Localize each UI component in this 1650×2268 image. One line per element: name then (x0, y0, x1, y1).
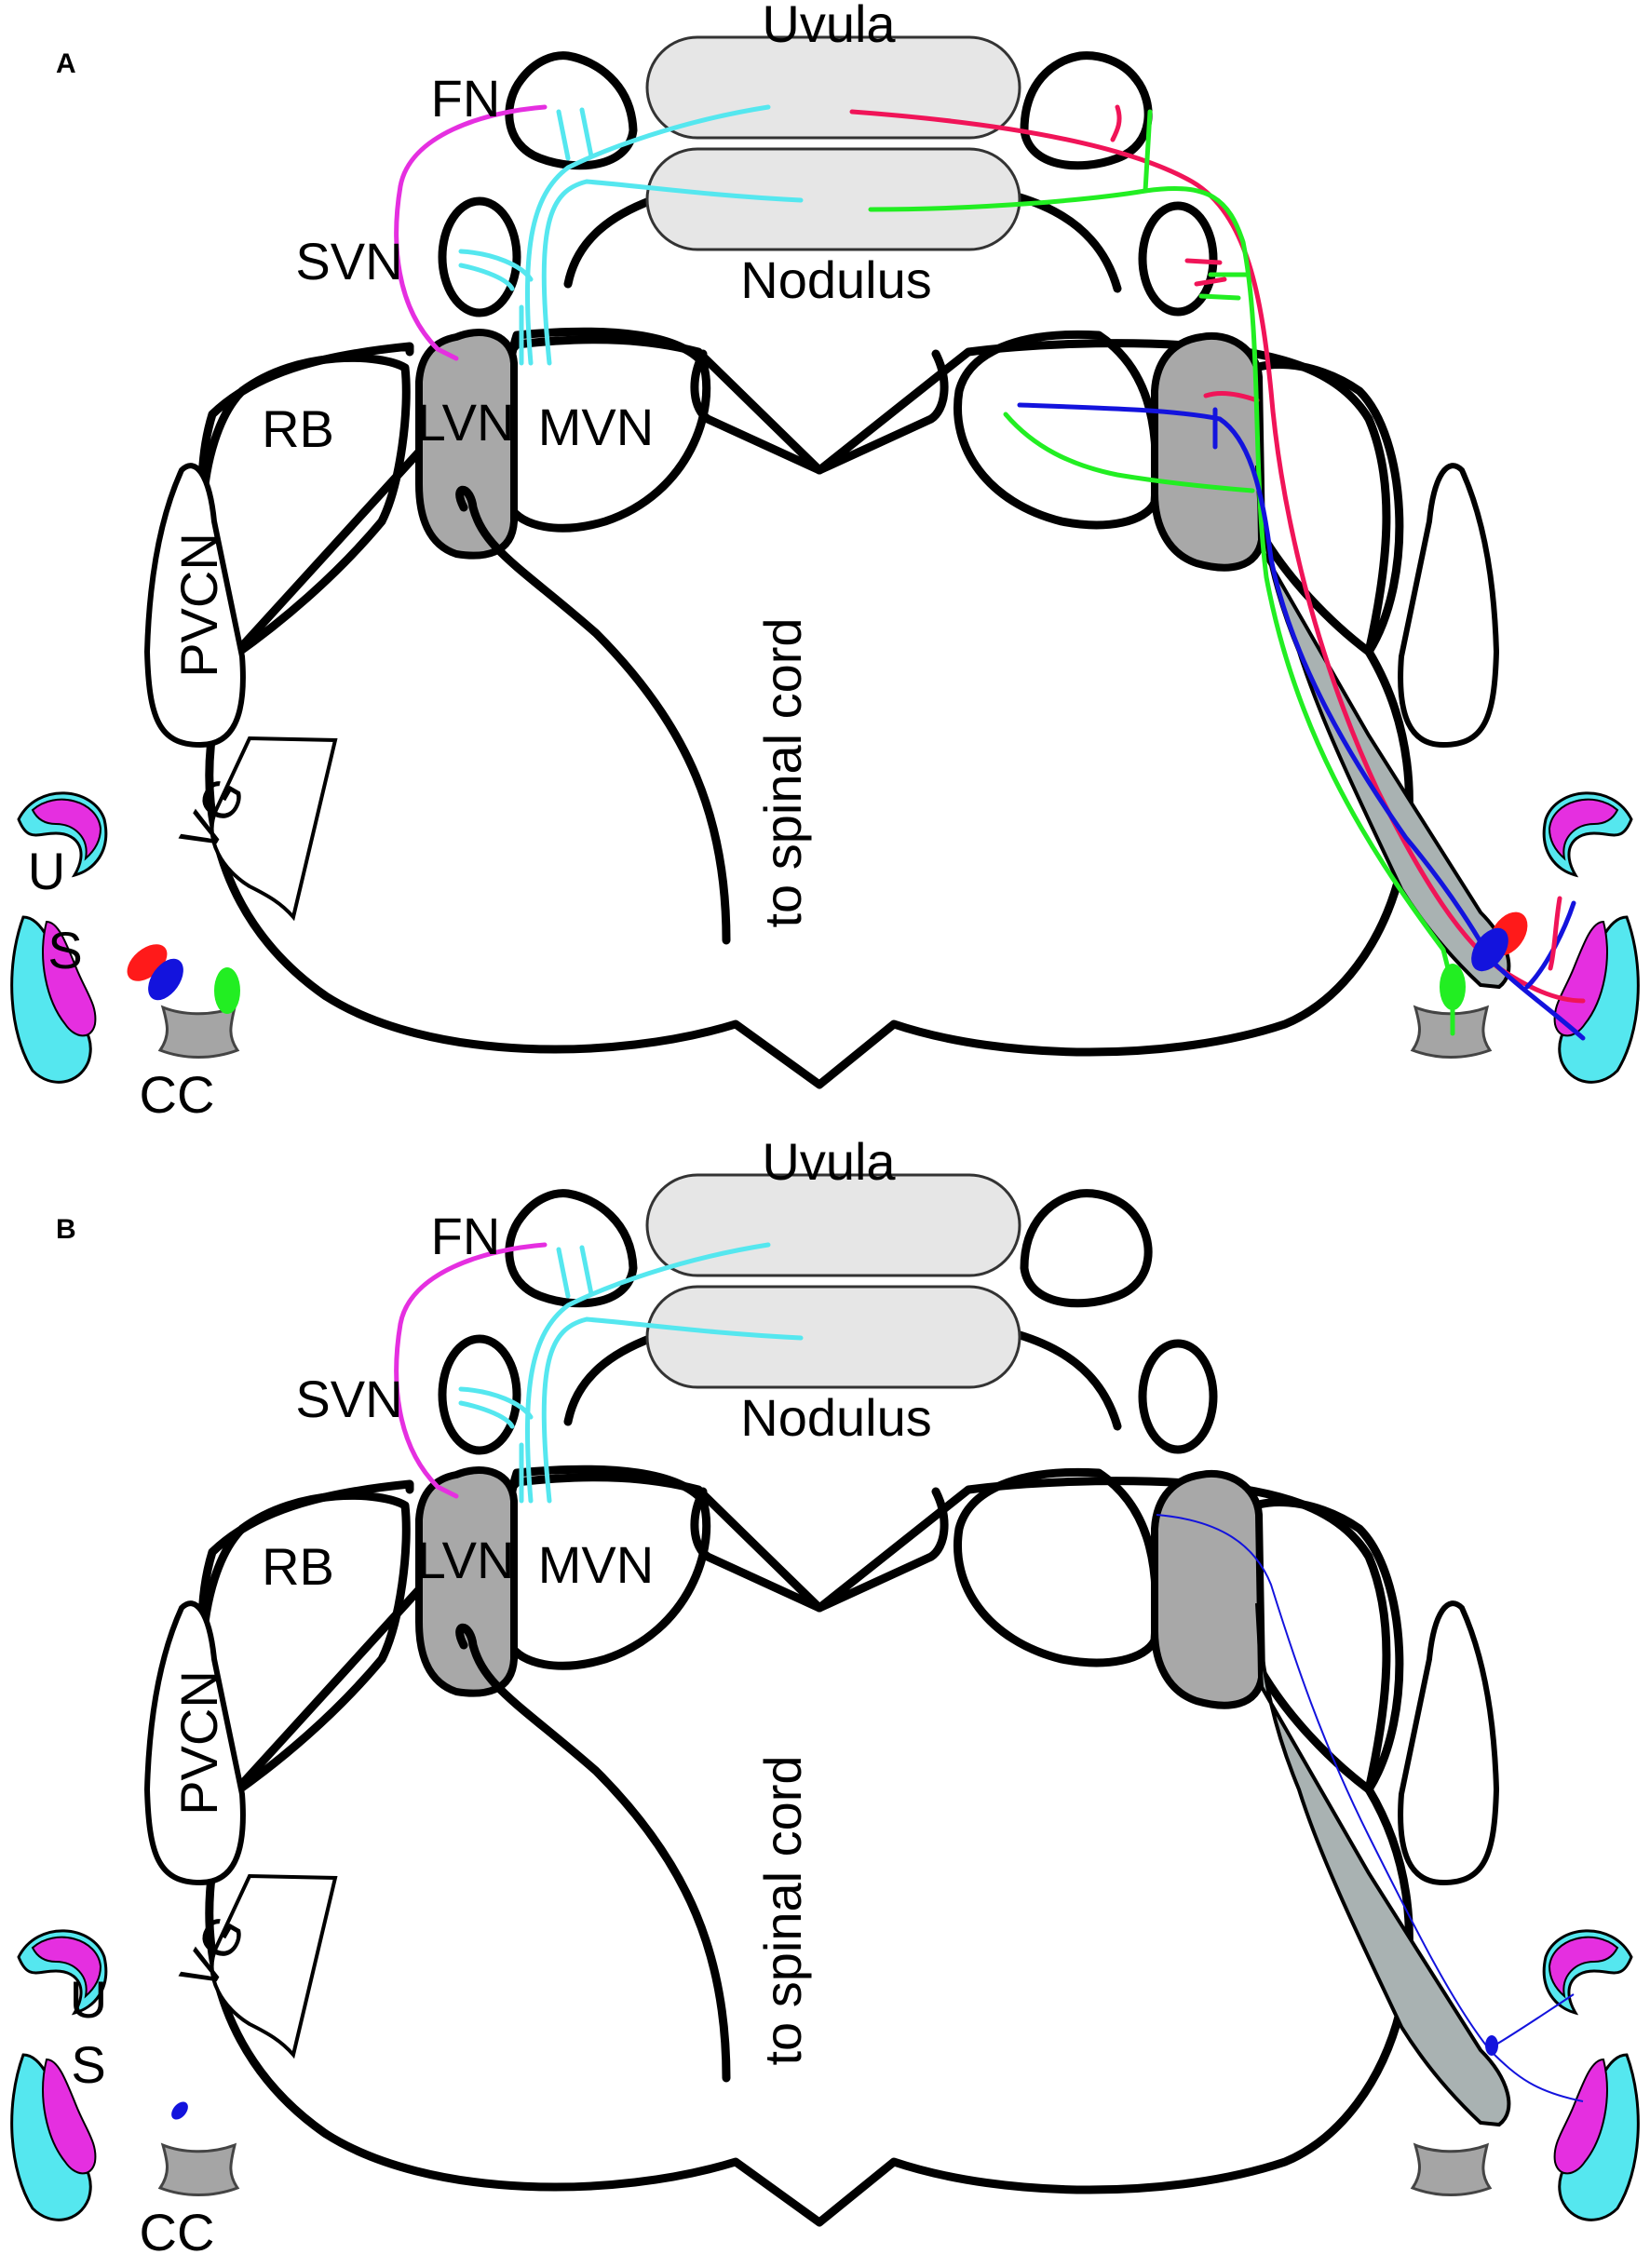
panel-letter-a: A (56, 48, 76, 79)
label-rb: RB (262, 1537, 334, 1596)
label-uvula: Uvula (762, 0, 896, 53)
label-to-spinal-cord: to spinal cord (753, 617, 812, 927)
label-lvn: LVN (417, 1531, 515, 1589)
panel-b: B Uvula Nodulus FN SVN LVN MVN RB PVCN V… (10, 1132, 1640, 2261)
label-nodulus: Nodulus (740, 1388, 931, 1447)
label-s: S (47, 921, 82, 979)
label-nodulus: Nodulus (740, 250, 931, 309)
label-fn: FN (431, 1207, 501, 1265)
panel-letter-b: B (56, 1214, 76, 1245)
label-pvcn: PVCN (169, 533, 228, 678)
label-u: U (28, 842, 65, 900)
label-pvcn: PVCN (169, 1670, 228, 1816)
panel-a: A Uvula Nodulus FN SVN LVN MVN RB PVCN V… (10, 0, 1640, 1124)
label-lvn: LVN (417, 393, 515, 452)
label-u: U (70, 1970, 107, 2029)
label-svn: SVN (295, 232, 402, 290)
label-cc: CC (140, 1065, 215, 1124)
label-cc: CC (140, 2203, 215, 2261)
label-uvula: Uvula (762, 1132, 896, 1191)
label-svn: SVN (295, 1370, 402, 1428)
label-s: S (71, 2035, 105, 2094)
label-rb: RB (262, 399, 334, 458)
label-fn: FN (431, 69, 501, 128)
label-mvn: MVN (538, 1535, 654, 1594)
label-mvn: MVN (538, 398, 654, 456)
label-to-spinal-cord: to spinal cord (753, 1755, 812, 2065)
